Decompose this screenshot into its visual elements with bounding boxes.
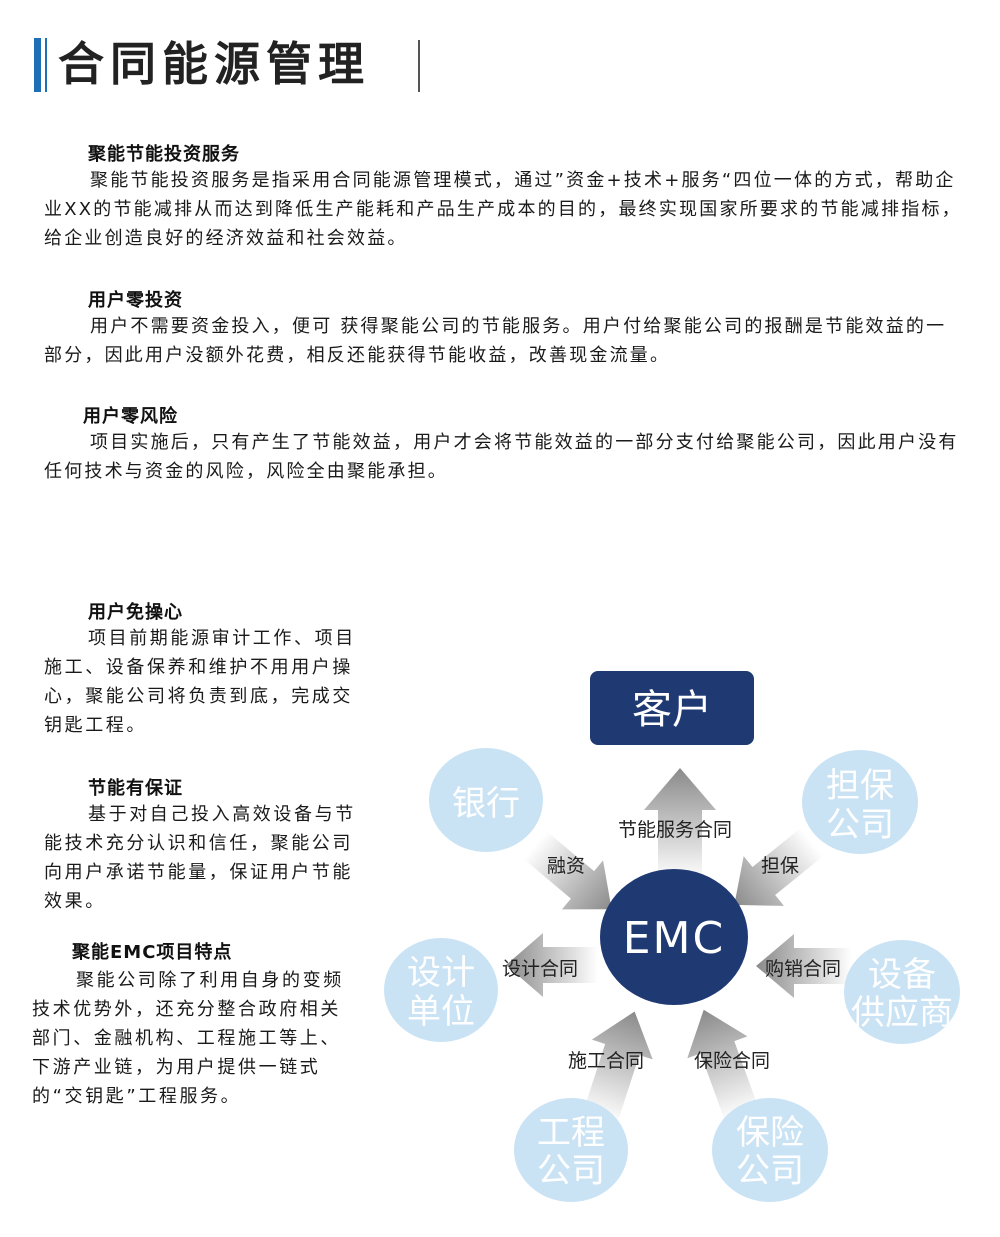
section-body: 基于对自己投入高效设备与节能技术充分认识和信任，聚能公司向用户承诺节能量，保证用…: [44, 804, 356, 912]
supplier-label-1: 设备: [868, 955, 936, 995]
section-body: 项目前期能源审计工作、项目施工、设备保养和维护不用用户操心，聚能公司将负责到底，…: [44, 628, 356, 736]
bank-bubble: [429, 748, 543, 852]
section-body: 聚能公司除了利用自身的变频技术优势外，还充分整合政府相关部门、金融机构、工程施工…: [32, 970, 344, 1107]
emc-label: EMC: [623, 913, 726, 964]
section-body: 项目实施后，只有产生了节能效益，用户才会将节能效益的一部分支付给聚能公司，因此用…: [44, 432, 959, 482]
engineering-label-2: 公司: [537, 1151, 605, 1191]
arrow-supplier-to-emc: [756, 934, 852, 998]
arrow-engineering-to-emc: [582, 1011, 653, 1124]
emc-circle: [600, 869, 748, 1005]
arrow-bank-to-emc: [523, 831, 612, 910]
insurance-label-1: 保险: [736, 1113, 804, 1153]
supplier-bubble: [844, 940, 960, 1044]
insurance-label-2: 公司: [736, 1151, 804, 1191]
customer-box: [590, 671, 754, 745]
emc-relationship-diagram: 客户 EMC 银行 担保 公司 设计 单位 设备 供应商 工程 公司 保险 公司…: [384, 671, 960, 1202]
label-guarantee: 担保: [761, 855, 799, 877]
guarantee-label-1: 担保: [826, 766, 894, 806]
insurance-bubble: [712, 1098, 828, 1202]
label-construction-contract: 施工合同: [568, 1050, 644, 1072]
design-bubble: [384, 938, 498, 1042]
section-heading: 聚能节能投资服务: [88, 144, 240, 165]
label-service-contract: 节能服务合同: [618, 819, 732, 841]
section-body: 用户不需要资金投入，便可 获得聚能公司的节能服务。用户付给聚能公司的报酬是节能效…: [44, 316, 947, 366]
guarantee-bubble: [802, 750, 918, 854]
label-design-contract: 设计合同: [502, 958, 578, 980]
title-accent-line: [45, 38, 47, 92]
section-heading: 用户零风险: [83, 406, 178, 427]
title-divider: [418, 40, 420, 92]
arrow-emc-to-customer: [644, 768, 716, 880]
design-label-2: 单位: [407, 992, 475, 1032]
label-purchase-contract: 购销合同: [765, 958, 841, 980]
design-label-1: 设计: [407, 953, 475, 993]
section-heading: 用户免操心: [88, 602, 183, 623]
section-body: 聚能节能投资服务是指采用合同能源管理模式，通过”资金+技术+服务“四位一体的方式…: [44, 170, 962, 249]
customer-label: 客户: [632, 687, 712, 733]
label-financing: 融资: [547, 855, 585, 877]
supplier-label-2: 供应商: [851, 993, 953, 1033]
section-heading: 节能有保证: [88, 778, 183, 799]
arrow-insurance-to-emc: [687, 1009, 759, 1122]
engineering-bubble: [514, 1098, 628, 1202]
bank-label: 银行: [452, 784, 520, 824]
page-title: 合同能源管理: [58, 37, 370, 91]
section-heading: 用户零投资: [88, 290, 183, 311]
label-insurance-contract: 保险合同: [694, 1050, 770, 1072]
arrow-emc-to-design: [506, 933, 598, 997]
guarantee-label-2: 公司: [826, 805, 894, 845]
engineering-label-1: 工程: [537, 1113, 605, 1153]
arrow-guarantee-to-emc: [734, 828, 824, 906]
title-accent-bar: [34, 38, 41, 92]
section-heading: 聚能EMC项目特点: [72, 942, 233, 963]
